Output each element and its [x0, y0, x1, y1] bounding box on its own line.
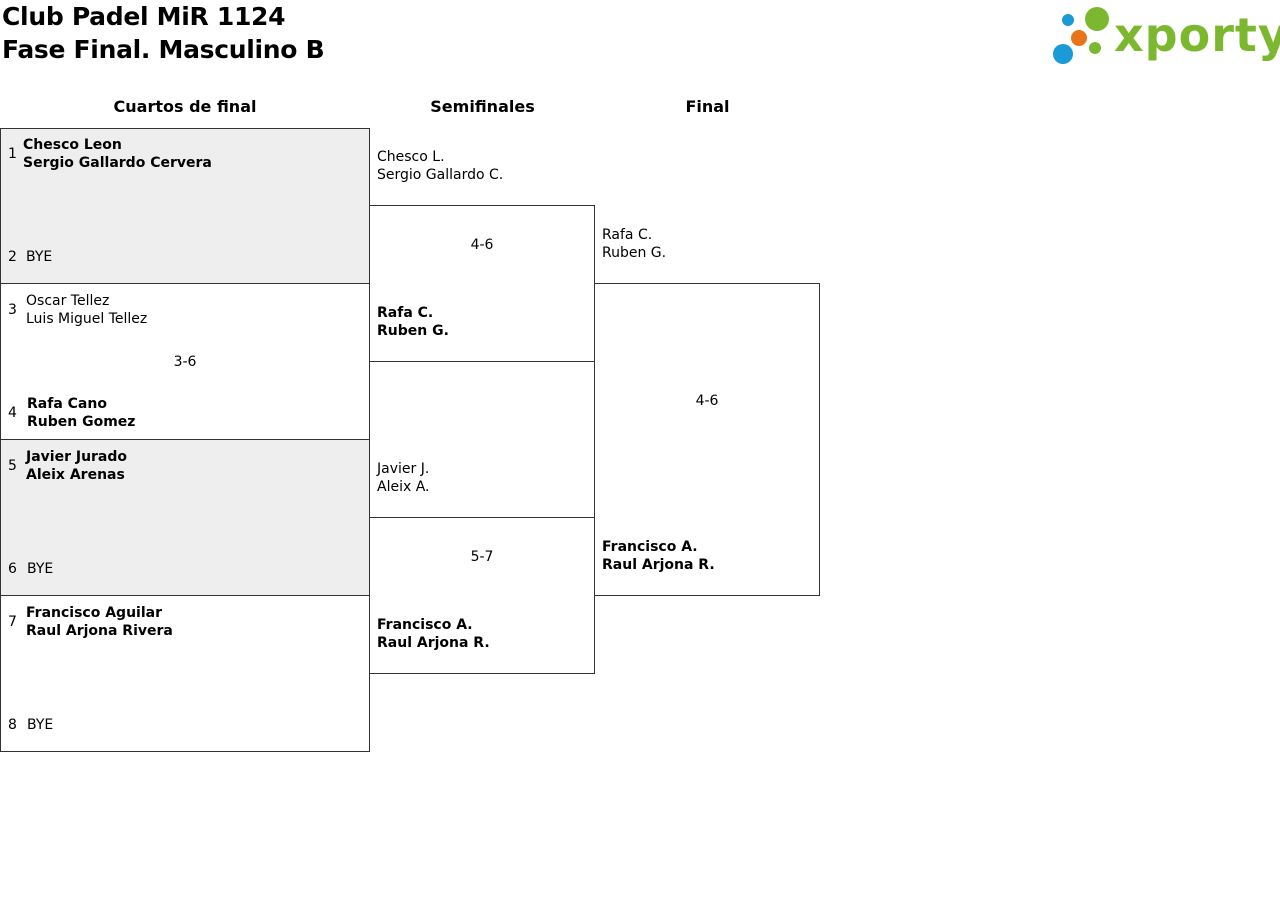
quarterfinal-match-1 [0, 128, 370, 284]
team-name: Ruben Gomez [27, 414, 136, 430]
team-name: Francisco Aguilar [26, 605, 162, 621]
seed-number: 1 [8, 146, 17, 162]
phase-title: Fase Final. Masculino B [2, 35, 325, 64]
team-name: Aleix A. [377, 479, 430, 495]
match-score: 4-6 [695, 393, 719, 409]
team-name: Sergio Gallardo C. [377, 167, 504, 183]
seed-number: 5 [8, 458, 17, 474]
seed-number: 4 [8, 405, 17, 421]
team-name: BYE [27, 717, 54, 733]
team-name: Francisco A. [377, 617, 473, 633]
round-header-quarters: Cuartos de final [113, 97, 257, 116]
team-name: Aleix Arenas [26, 467, 125, 483]
team-name: Francisco A. [602, 539, 698, 555]
team-name: Rafa Cano [27, 396, 107, 412]
team-name: Javier Jurado [26, 449, 128, 465]
team-name: Rafa C. [602, 227, 653, 243]
match-score: 3-6 [173, 354, 197, 370]
team-name: Luis Miguel Tellez [26, 311, 148, 327]
team-name: Ruben G. [602, 245, 667, 261]
team-name: Rafa C. [377, 305, 434, 321]
match-score: 4-6 [470, 237, 494, 253]
quarterfinal-match-3 [0, 439, 370, 596]
team-name: Raul Arjona R. [602, 557, 715, 573]
team-name: Javier J. [377, 461, 430, 477]
final-match [594, 283, 820, 596]
team-name: BYE [26, 249, 53, 265]
club-title: Club Padel MiR 1124 [2, 2, 286, 31]
seed-number: 7 [8, 614, 17, 630]
seed-number: 3 [8, 302, 17, 318]
seed-number: 8 [8, 717, 17, 733]
seed-number: 2 [8, 249, 17, 265]
team-name: Chesco Leon [23, 137, 122, 153]
team-name: Chesco L. [377, 149, 445, 165]
xporty-logo-dots-icon [1053, 7, 1109, 64]
xporty-logo-text: xporty [1114, 8, 1280, 62]
team-name: Raul Arjona R. [377, 635, 490, 651]
seed-number: 6 [8, 561, 17, 577]
team-name: BYE [27, 561, 54, 577]
team-name: Oscar Tellez [26, 293, 110, 309]
xporty-logo [1050, 2, 1276, 68]
team-name: Raul Arjona Rivera [26, 623, 173, 639]
team-name: Ruben G. [377, 323, 449, 339]
round-header-final: Final [685, 97, 730, 116]
round-header-semis: Semifinales [430, 97, 535, 116]
match-score: 5-7 [470, 549, 494, 565]
team-name: Sergio Gallardo Cervera [23, 155, 212, 171]
